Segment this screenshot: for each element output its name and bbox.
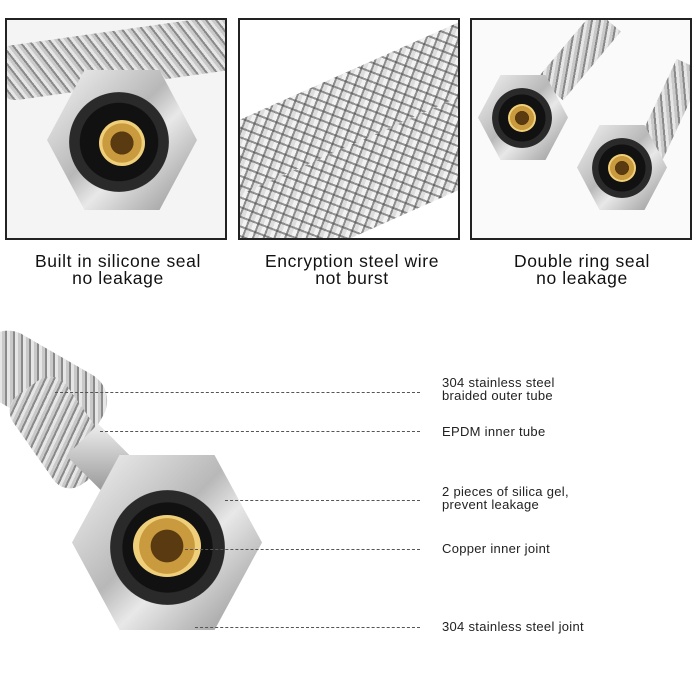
feature-image-double-ring [470,18,692,240]
brass-core-left [508,104,536,132]
caption-line2: no leakage [72,268,164,288]
leader-line-5 [195,627,420,628]
label-epdm-inner-tube: EPDM inner tube [442,424,546,439]
label-stainless-steel-joint: 304 stainless steel joint [442,619,584,634]
copper-inner-joint [133,515,201,577]
caption-line1: Encryption steel wire [264,251,440,271]
leader-line-1 [55,392,420,393]
caption-line2: not burst [315,268,389,288]
feature-image-silicone-seal [5,18,227,240]
caption-double-ring: Double ring seal no leakage [466,251,698,288]
label-silica-gel: 2 pieces of silica gel, prevent leakage [442,484,569,512]
leader-line-2 [100,431,420,432]
caption-line1: Built in silicone seal [35,251,201,271]
caption-steel-wire: Encryption steel wire not burst [236,251,468,288]
diagram-hose-image [0,319,280,660]
caption-line1: Double ring seal [513,251,651,271]
caption-line2: no leakage [536,268,628,288]
brass-core-right [608,154,636,182]
leader-line-4 [185,549,420,550]
leader-line-3 [225,500,420,501]
brass-core [99,120,145,166]
label-copper-inner-joint: Copper inner joint [442,541,551,556]
label-braided-outer-tube: 304 stainless steel braided outer tube [442,375,555,403]
feature-image-steel-wire [238,18,460,240]
caption-silicone-seal: Built in silicone seal no leakage [2,251,234,288]
